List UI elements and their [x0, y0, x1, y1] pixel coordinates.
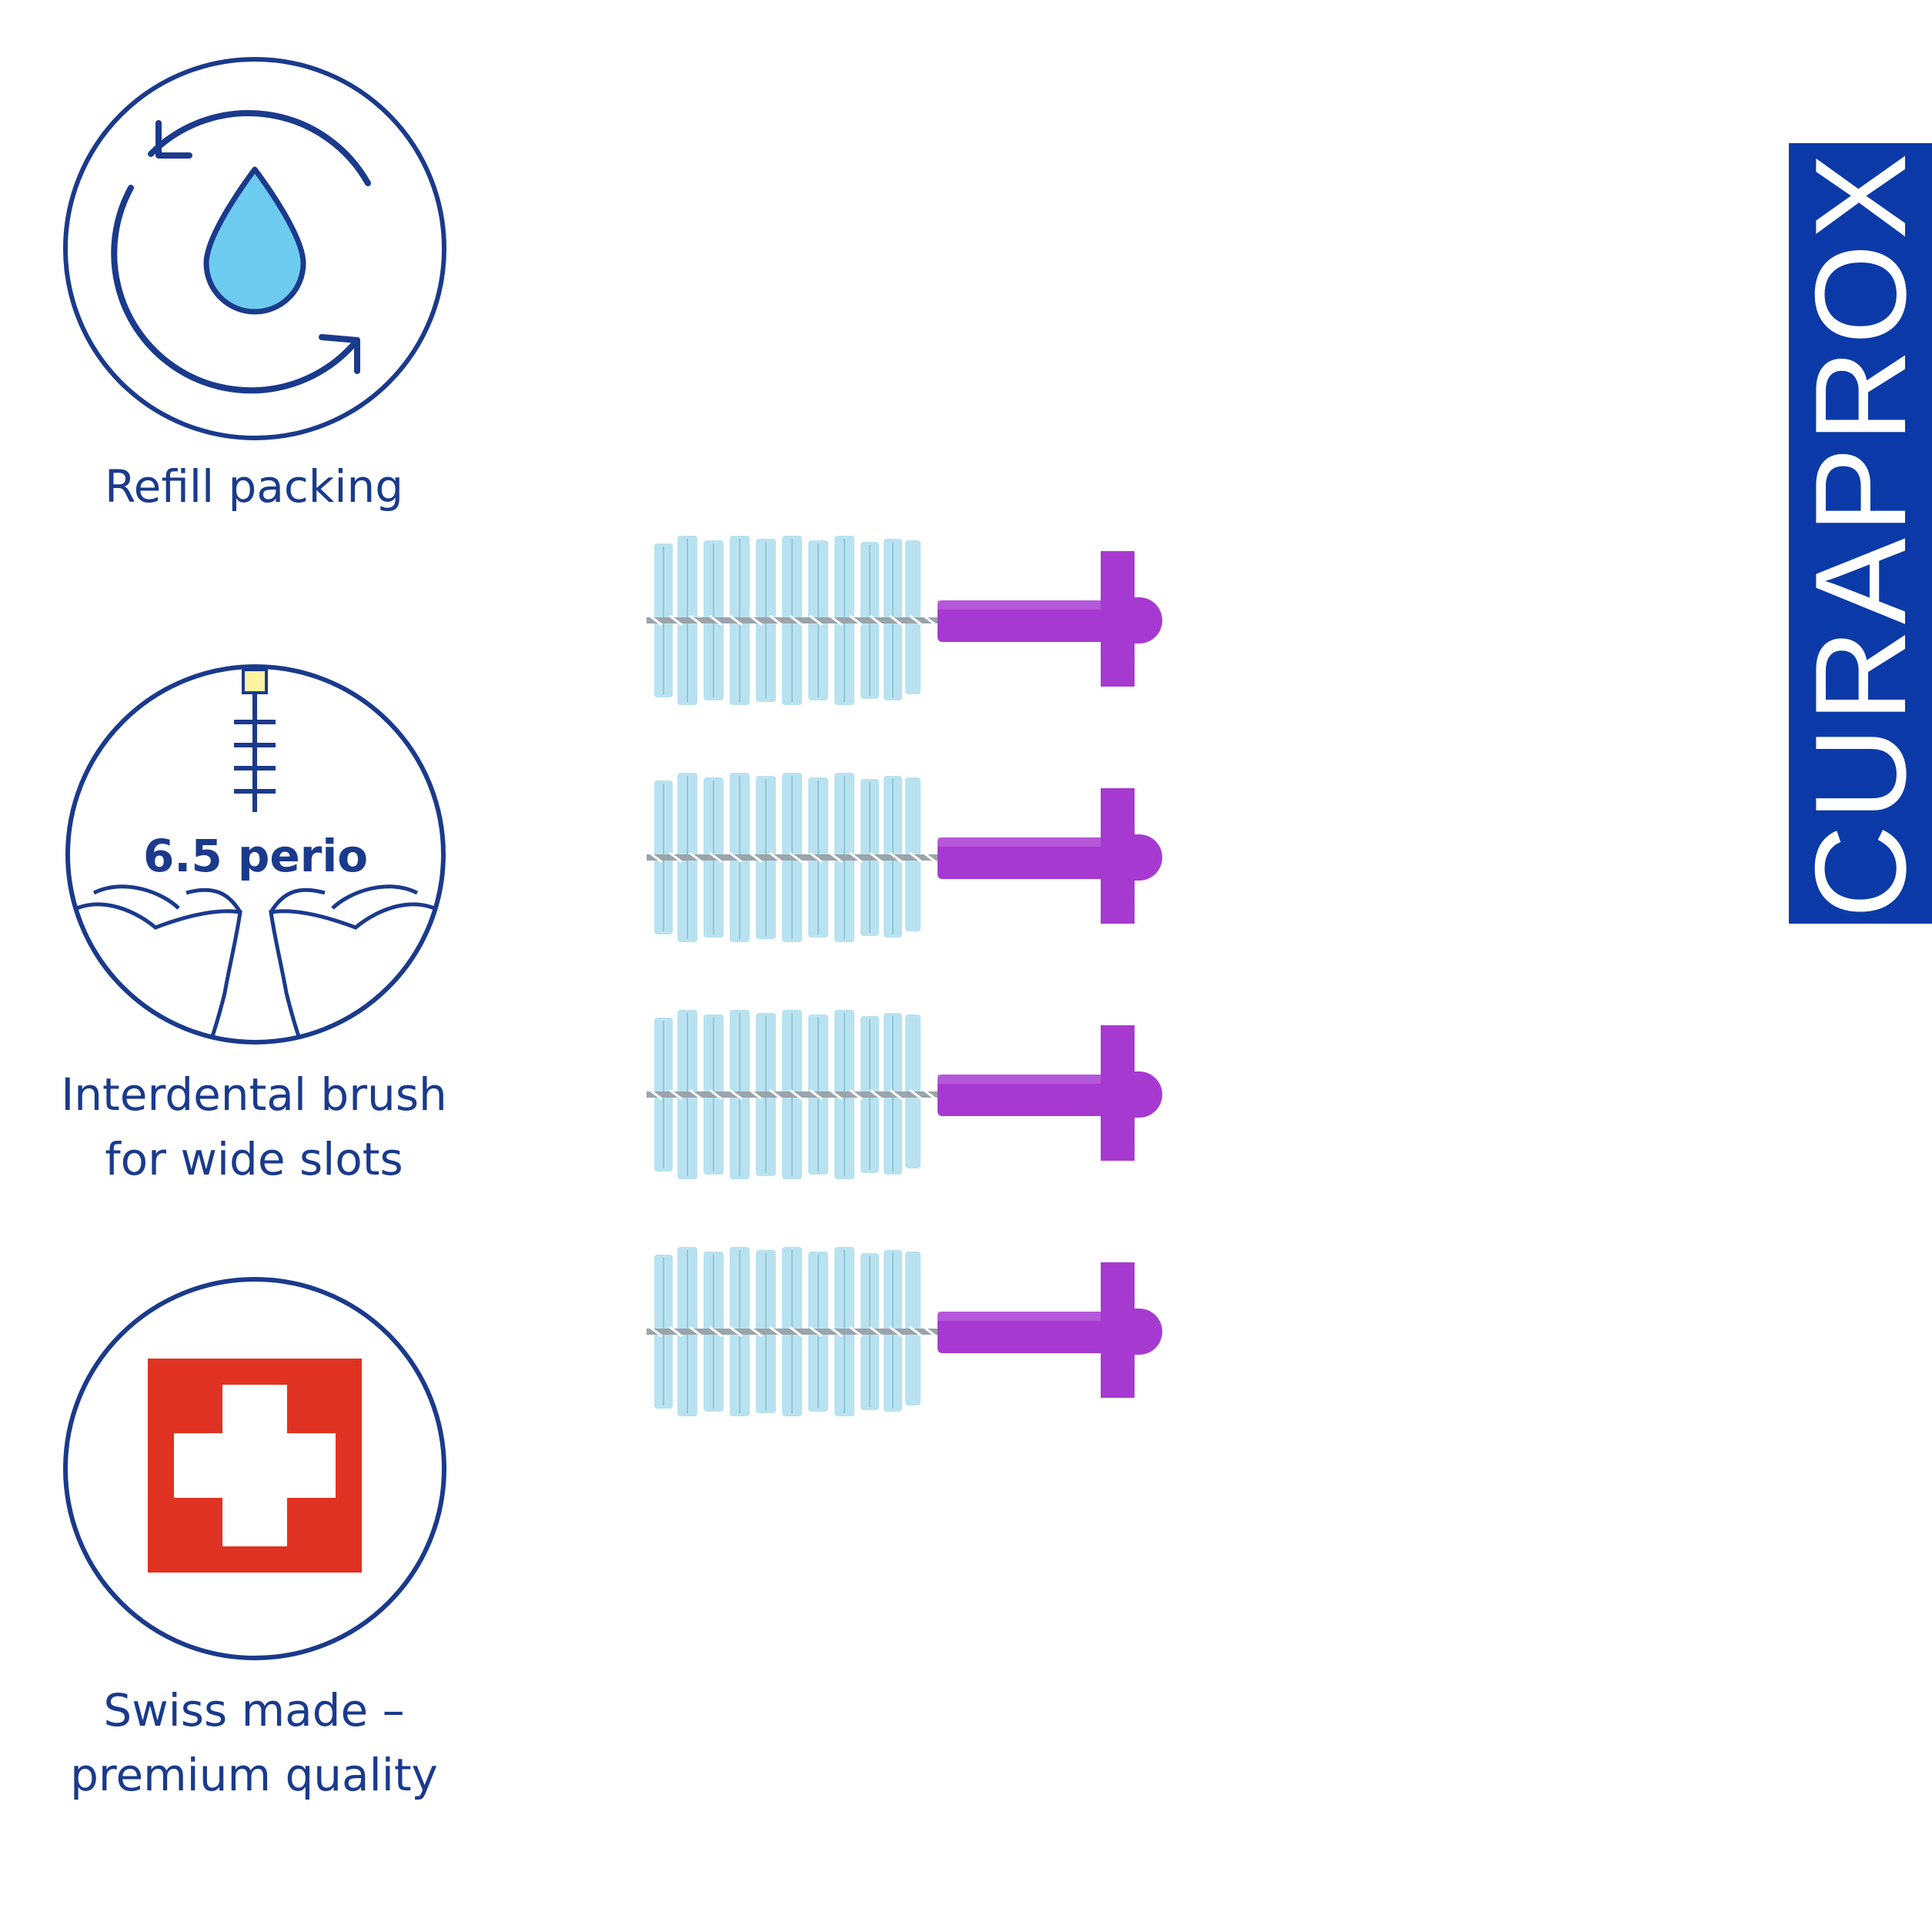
brush-1	[647, 536, 1162, 705]
brush-3	[647, 1010, 1162, 1179]
feature-interdental: 6.5 perio Interdental brush for wide slo…	[0, 662, 508, 1201]
feature-swiss: Swiss made – premium quality	[0, 1274, 508, 1813]
brush-4	[647, 1247, 1162, 1416]
brand-name: CURAPROX	[1788, 148, 1932, 919]
interdental-brush-icon: 6.5 perio	[65, 664, 446, 1045]
brand-logo: CURAPROX	[1788, 143, 1932, 924]
feature-swiss-label: Swiss made – premium quality	[70, 1684, 438, 1801]
refill-drop-icon	[63, 57, 446, 440]
swiss-flag-icon	[63, 1277, 446, 1660]
product-brushes-image	[647, 531, 1293, 1416]
perio-badge-text: 6.5 perio	[143, 830, 368, 882]
feature-interdental-label: Interdental brush for wide slots	[61, 1068, 447, 1185]
brush-2	[647, 773, 1162, 942]
feature-refill-label: Refill packing	[104, 460, 404, 513]
feature-refill: Refill packing	[0, 54, 508, 531]
